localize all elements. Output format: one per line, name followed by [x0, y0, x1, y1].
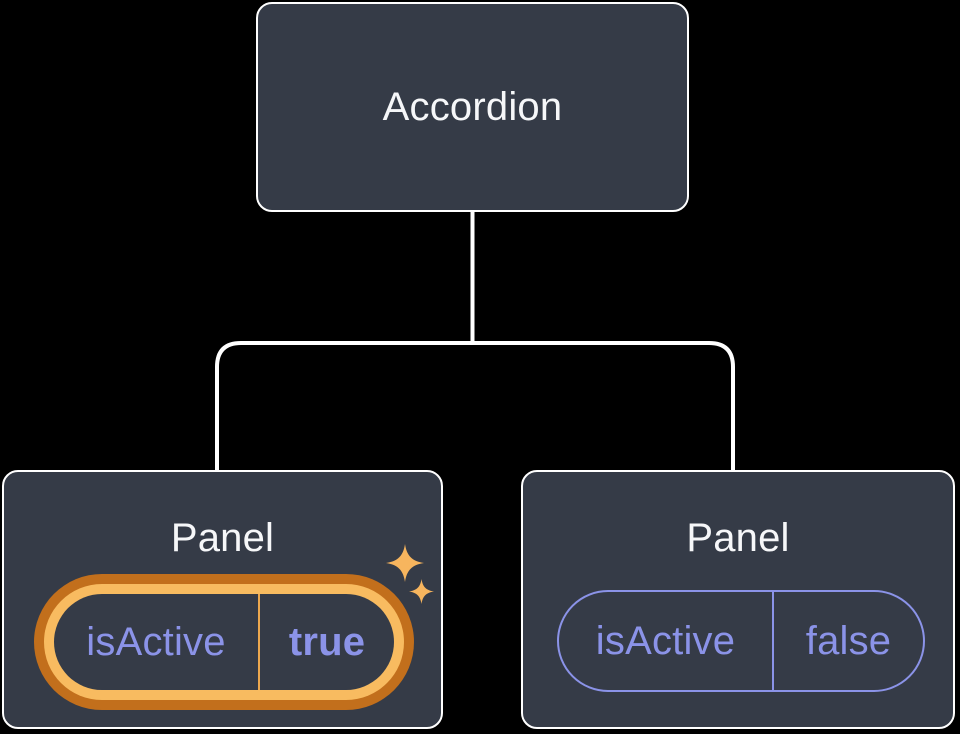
panel-inactive-label: Panel [686, 516, 790, 560]
connector-bracket-line [215, 341, 735, 471]
state-key-label: isActive [595, 618, 736, 663]
panel-node-active: Panel isActive true [2, 470, 443, 729]
sparkle-icon [386, 544, 424, 582]
accordion-node-label: Accordion [382, 84, 563, 129]
state-pill-inactive: isActive false [557, 590, 925, 692]
panel-node-inactive: Panel isActive false [521, 470, 955, 729]
state-value-label: false [805, 618, 892, 663]
sparkle-icon [409, 579, 434, 604]
state-pill-active: isActive true [54, 594, 394, 690]
state-pill-divider [258, 594, 260, 690]
state-value-label: true [288, 619, 366, 664]
state-key-label: isActive [86, 619, 226, 664]
accordion-node: Accordion [256, 2, 689, 212]
state-pill-divider [772, 592, 774, 690]
state-pill-active-ring-outer: isActive true [34, 574, 414, 710]
state-pill-active-ring-inner: isActive true [44, 584, 404, 700]
panel-active-label: Panel [170, 516, 275, 560]
